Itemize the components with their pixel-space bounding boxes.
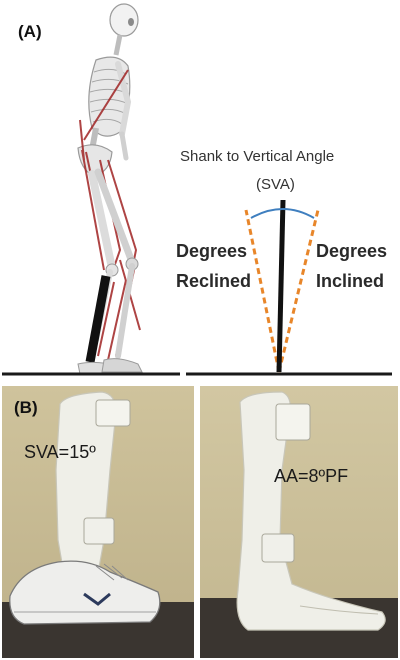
panel-b-label: (B): [14, 398, 38, 417]
reclined-label-line-2: Reclined: [176, 271, 252, 291]
reclined-label-line-1: Degrees: [176, 241, 248, 261]
reclined-label: Degrees Reclined: [176, 236, 251, 296]
shank-line: [276, 199, 286, 373]
photo-afo-barefoot: [200, 386, 398, 658]
angle-arc: [250, 208, 315, 219]
sva-title-line-1: Shank to Vertical Angle: [180, 148, 335, 165]
inclined-label: Degrees Inclined: [316, 236, 387, 296]
inclined-label-line-2: Inclined: [316, 271, 385, 291]
reclined-boundary-line: [244, 209, 281, 373]
sva-angle-diagram: [244, 199, 320, 373]
sva-measurement-label: SVA=15º: [24, 442, 96, 462]
skeleton-gait-illustration: [77, 3, 143, 375]
photo-afo-with-shoe: [2, 386, 194, 658]
inclined-label-line-1: Degrees: [316, 241, 388, 261]
panel-a-label: (A): [18, 22, 42, 41]
ankle-angle-measurement-label: AA=8ºPF: [274, 466, 349, 486]
sva-title-line-2: (SVA): [256, 176, 295, 193]
inclined-boundary-line: [277, 209, 320, 373]
